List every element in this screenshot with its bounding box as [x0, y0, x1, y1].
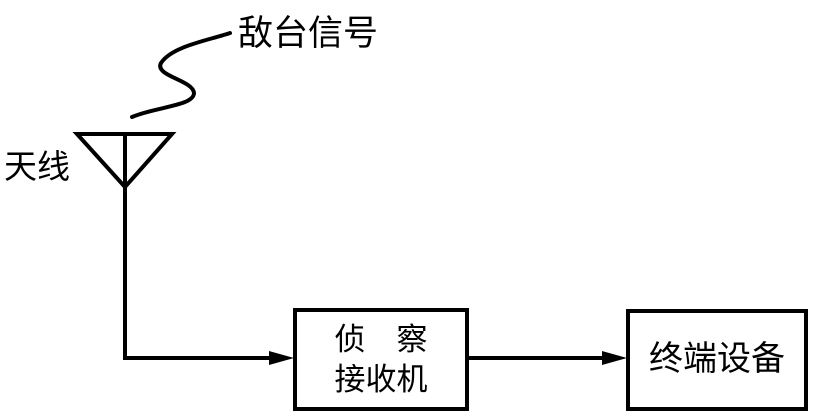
signal-wave-icon — [130, 31, 232, 119]
receiver-box-line2: 接收机 — [334, 361, 428, 397]
arrowhead-into-receiver — [269, 351, 294, 365]
signal-label: 敌台信号 — [238, 14, 379, 53]
receiver-box-line1: 侦 察 — [334, 321, 428, 357]
terminal-box-label: 终端设备 — [649, 341, 785, 378]
antenna-label: 天线 — [4, 150, 70, 186]
arrowhead-into-terminal — [602, 351, 627, 365]
receiver-box: 侦 察 接收机 — [293, 308, 469, 411]
terminal-box: 终端设备 — [626, 309, 808, 411]
